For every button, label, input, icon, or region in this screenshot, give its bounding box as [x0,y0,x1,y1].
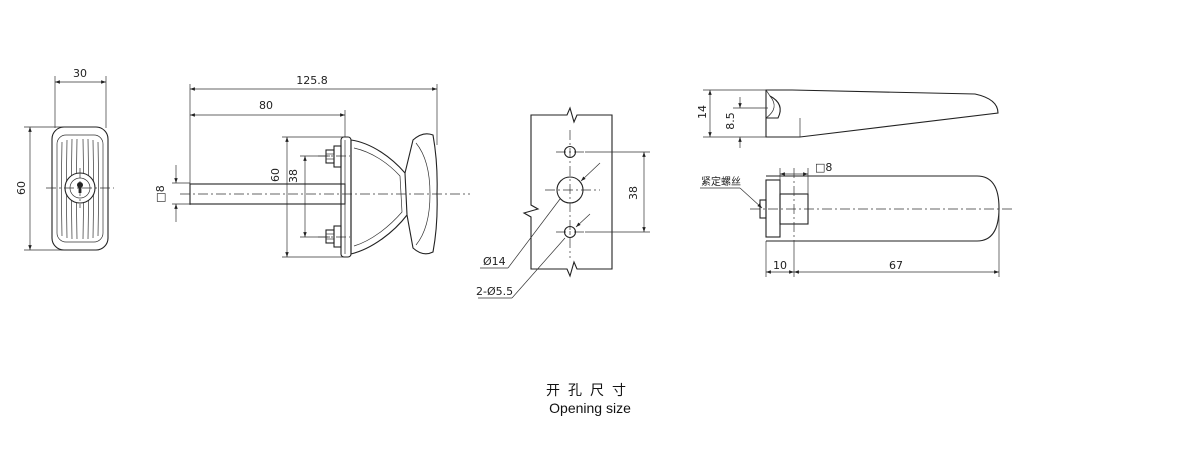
cutout-hole-spacing-label: 38 [627,186,640,200]
cam-hub-label: 10 [773,259,787,272]
front-height-label: 60 [15,181,28,195]
overall-length-label: 125.8 [296,74,328,87]
cam-view: 14 8.5 □8 紧定螺丝 10 67 [696,89,1012,277]
front-width-label: 30 [73,67,87,80]
cam-offset-label: 8.5 [724,112,737,130]
caption-english: Opening size [549,400,631,416]
caption-chinese: 开孔尺寸 [546,383,634,399]
cam-length-label: 67 [889,259,903,272]
cutout-view: 38 Ø14 2-Ø5.5 [476,106,650,299]
set-screw-label: 紧定螺丝 [701,175,741,188]
front-view: 30 60 [15,67,114,251]
center-hole-label: Ø14 [483,255,506,268]
side-holes-label: 2-Ø5.5 [476,285,513,298]
side-view: 125.8 80 □8 60 38 [154,74,470,258]
shaft-length-label: 80 [259,99,273,112]
flange-height-label: 60 [269,168,282,182]
square-shaft-label: □8 [154,185,167,202]
cam-height-label: 14 [696,105,709,119]
cam-square-label: □8 [815,161,832,174]
flange-hole-spacing-label: 38 [287,169,300,183]
